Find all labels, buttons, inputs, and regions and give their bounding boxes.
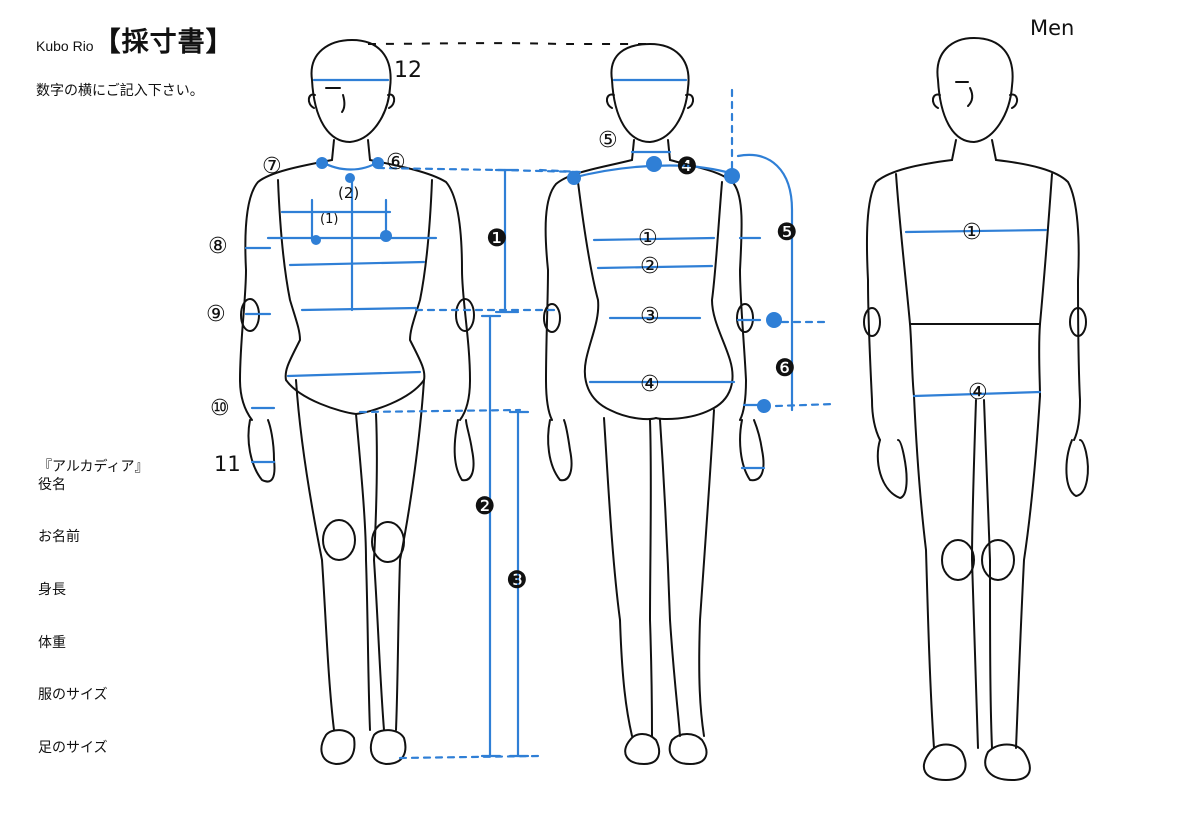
measurement-lines xyxy=(244,78,1048,760)
length-label-2: ❷ xyxy=(474,492,496,520)
label-12: 12 xyxy=(394,58,422,83)
label-front-2: (2) xyxy=(338,184,360,202)
page-title: 【採寸書】 xyxy=(93,27,234,58)
shoe-size-field-label: 足のサイズ xyxy=(38,740,108,756)
author-name: Kubo Rio xyxy=(36,38,94,54)
role-label-work: 『アルカディア』 xyxy=(38,459,149,475)
label-back-1: ① xyxy=(638,226,658,251)
label-back-4-length: ❹ xyxy=(676,152,698,180)
length-label-3: ❸ xyxy=(506,566,528,594)
clothing-size-field-label: 服のサイズ xyxy=(38,687,108,703)
instruction-text: 数字の横にご記入下さい。 xyxy=(36,83,204,99)
label-back-4: ④ xyxy=(640,372,660,397)
label-7: ⑦ xyxy=(262,154,282,179)
name-field-label: お名前 xyxy=(38,529,80,545)
height-field-label: 身長 xyxy=(38,582,66,598)
label-back-3: ③ xyxy=(640,304,660,329)
weight-field-label: 体重 xyxy=(38,635,66,651)
role-label: 役名 xyxy=(38,477,66,493)
label-9: ⑨ xyxy=(206,302,226,327)
label-front-1: (1) xyxy=(320,212,339,227)
length-label-6: ❻ xyxy=(774,354,796,382)
label-5: ⑤ xyxy=(598,128,618,153)
label-11: 11 xyxy=(214,452,241,476)
men-figure xyxy=(863,37,1089,781)
front-figure xyxy=(239,39,475,765)
label-back-2: ② xyxy=(640,254,660,279)
label-6: ⑥ xyxy=(386,150,406,175)
men-label: Men xyxy=(1030,16,1075,40)
length-label-5: ❺ xyxy=(776,218,798,246)
label-8: ⑧ xyxy=(208,234,228,259)
back-figure xyxy=(543,43,765,765)
label-men-1: ① xyxy=(962,220,982,245)
label-men-4: ④ xyxy=(968,380,988,405)
measurement-points xyxy=(311,156,782,413)
length-label-1: ❶ xyxy=(486,224,508,252)
role-field: 『アルカディア』 役名 xyxy=(38,458,148,494)
label-10: ⑩ xyxy=(210,396,230,421)
header: Kubo Rio 【採寸書】 xyxy=(36,20,234,59)
